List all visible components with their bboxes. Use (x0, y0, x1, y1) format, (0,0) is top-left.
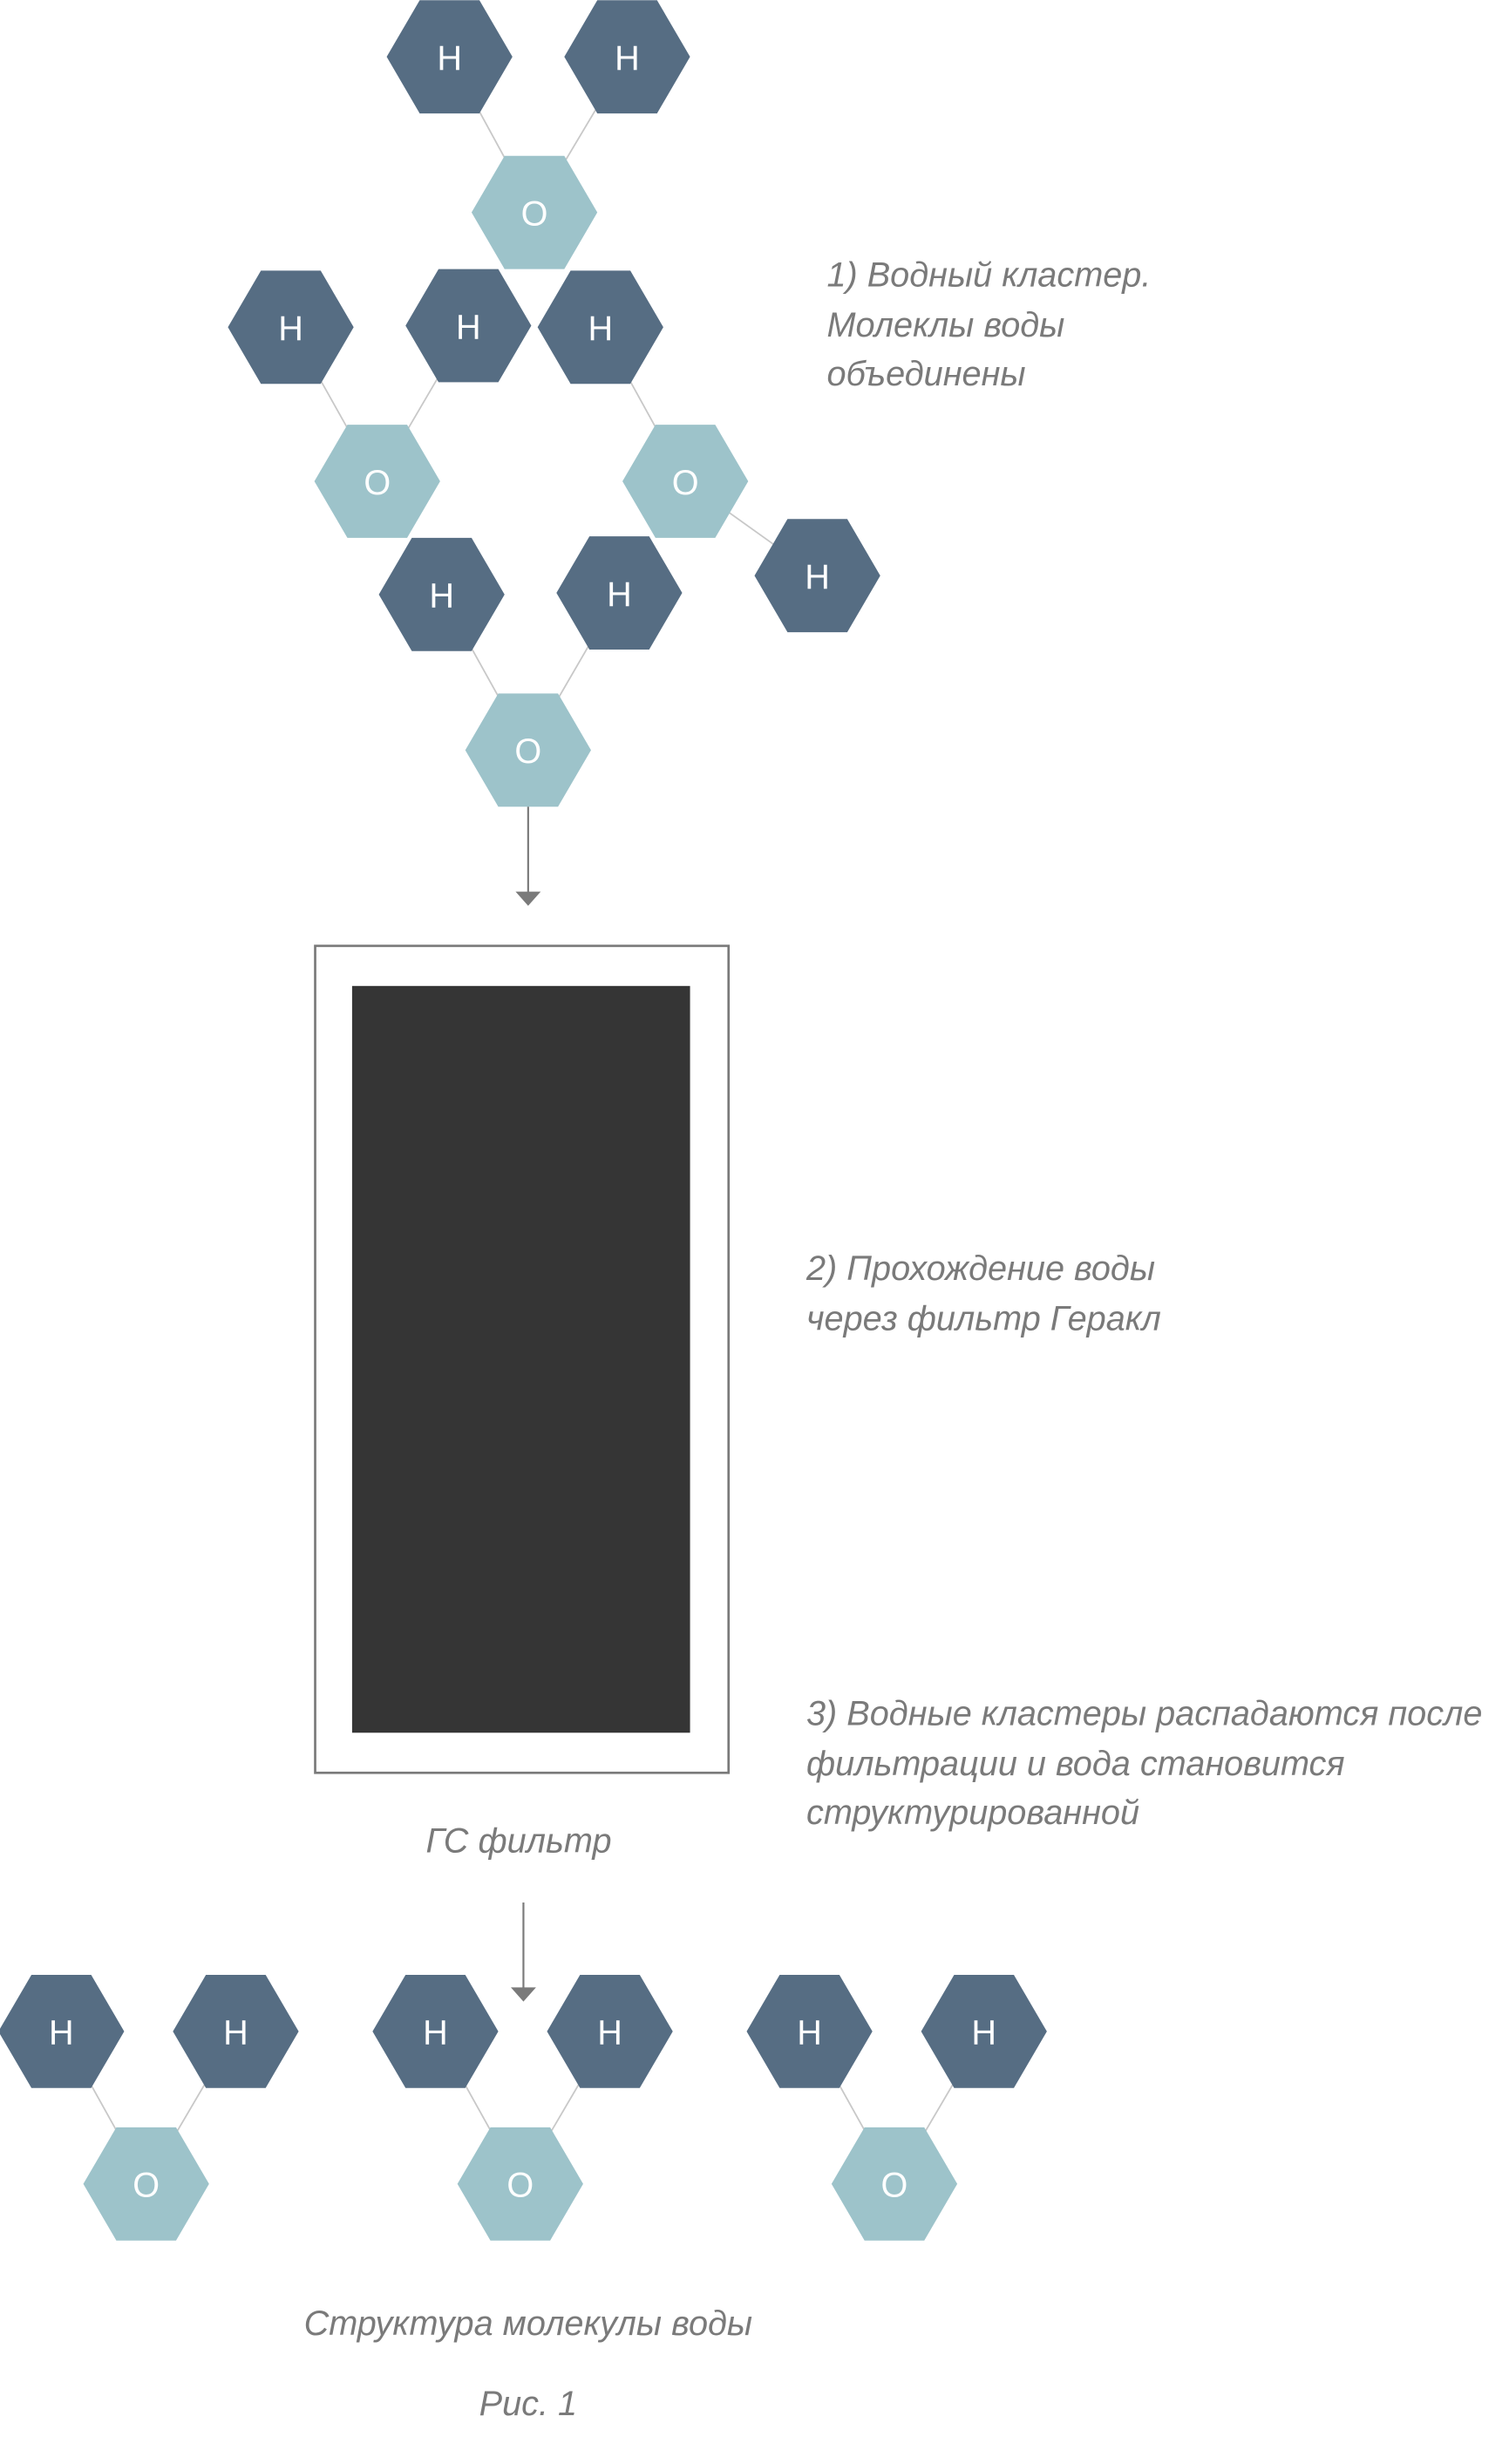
hexagon-shape (372, 1974, 499, 2088)
step3-text: 3) Водные кластеры распадаются после фил… (806, 1694, 1482, 1832)
hexagon-shape (378, 537, 505, 651)
atom-symbol: H (588, 310, 613, 348)
oxygen-atom: O (471, 155, 598, 269)
step2-text: 2) Прохождение воды через фильтр Геракл (805, 1249, 1161, 1338)
oxygen-atom: O (831, 2127, 958, 2241)
atom-symbol: O (521, 194, 548, 233)
atom-symbol: O (672, 464, 699, 502)
hexagon-shape (0, 1974, 125, 2088)
atom-symbol: O (514, 732, 541, 771)
hydrogen-atom: H (386, 0, 513, 114)
step1-line: Молеклы воды (826, 306, 1064, 344)
hydrogen-atom: H (556, 536, 683, 650)
hydrogen-atom: H (547, 1974, 673, 2088)
oxygen-atom: O (622, 425, 749, 538)
hexagon-shape (173, 1974, 299, 2088)
arrow-down-2 (511, 1902, 536, 2002)
hydrogen-atom: H (173, 1974, 299, 2088)
hexagon-shape (405, 269, 532, 383)
hexagon-shape (746, 1974, 873, 2088)
hydrogen-atom: H (378, 537, 505, 651)
atom-symbol: H (597, 2014, 622, 2052)
hydrogen-atom: H (0, 1974, 125, 2088)
hydrogen-atom: H (754, 519, 880, 633)
step3-line: структурированной (806, 1794, 1139, 1832)
step1-line: 1) Водный кластер. (826, 255, 1151, 294)
atom-symbol: O (133, 2167, 160, 2205)
hexagon-shape (921, 1974, 1047, 2088)
hexagon-shape (386, 0, 513, 114)
hexagon-shape (83, 2127, 209, 2241)
atom-symbol: H (423, 2014, 448, 2052)
hydrogen-atom: H (564, 0, 690, 114)
hydrogen-atom: H (372, 1974, 499, 2088)
atom-symbol: H (429, 577, 454, 616)
hexagon-shape (754, 519, 880, 633)
hydrogen-atom: H (537, 270, 663, 385)
atom-symbol: H (437, 39, 462, 78)
atom-symbol: H (797, 2014, 822, 2052)
hexagon-shape (622, 425, 749, 538)
hexagon-shape (228, 270, 354, 385)
atom-symbol: O (881, 2167, 908, 2205)
structure-caption: Структура молекулы воды (304, 2304, 753, 2343)
step1-text: 1) Водный кластер. Молеклы воды объедине… (826, 255, 1151, 393)
arrow-down-1 (515, 807, 541, 906)
hexagon-shape (547, 1974, 673, 2088)
atom-symbol: O (364, 464, 391, 502)
figure-caption: Рис. 1 (479, 2385, 577, 2423)
oxygen-atom: O (83, 2127, 209, 2241)
oxygen-atom: O (465, 693, 591, 807)
atom-symbol: H (615, 39, 640, 78)
hydrogen-atom: H (746, 1974, 873, 2088)
step2-line: через фильтр Геракл (806, 1300, 1161, 1338)
atom-symbol: H (805, 558, 830, 596)
hexagon-shape (556, 536, 683, 650)
atom-symbol: H (278, 310, 303, 348)
hydrogen-atom: H (405, 269, 532, 383)
filter-core (351, 985, 690, 1733)
hexagon-shape (457, 2127, 583, 2241)
oxygen-atom: O (457, 2127, 583, 2241)
filter-label: ГС фильтр (426, 1821, 612, 1860)
step1-line: объединены (826, 355, 1025, 393)
hexagon-shape (471, 155, 598, 269)
atoms: H H O H H H O O H H H O H H O H H O H H O (0, 0, 1047, 2241)
step3-line: 3) Водные кластеры распадаются после (806, 1694, 1482, 1732)
filter (314, 944, 731, 1774)
hexagon-shape (831, 2127, 958, 2241)
hexagon-shape (465, 693, 591, 807)
hydrogen-atom: H (228, 270, 354, 385)
oxygen-atom: O (314, 425, 440, 538)
hexagon-shape (537, 270, 663, 385)
hexagon-shape (564, 0, 690, 114)
step3-line: фильтрации и вода становится (806, 1745, 1345, 1783)
atom-symbol: O (506, 2167, 534, 2205)
atom-symbol: H (971, 2014, 996, 2052)
hexagon-shape (314, 425, 440, 538)
hydrogen-atom: H (921, 1974, 1047, 2088)
atom-symbol: H (49, 2014, 74, 2052)
atom-symbol: H (223, 2014, 248, 2052)
atom-symbol: H (607, 575, 632, 614)
atom-symbol: H (456, 308, 481, 346)
step2-line: 2) Прохождение воды (805, 1249, 1155, 1288)
